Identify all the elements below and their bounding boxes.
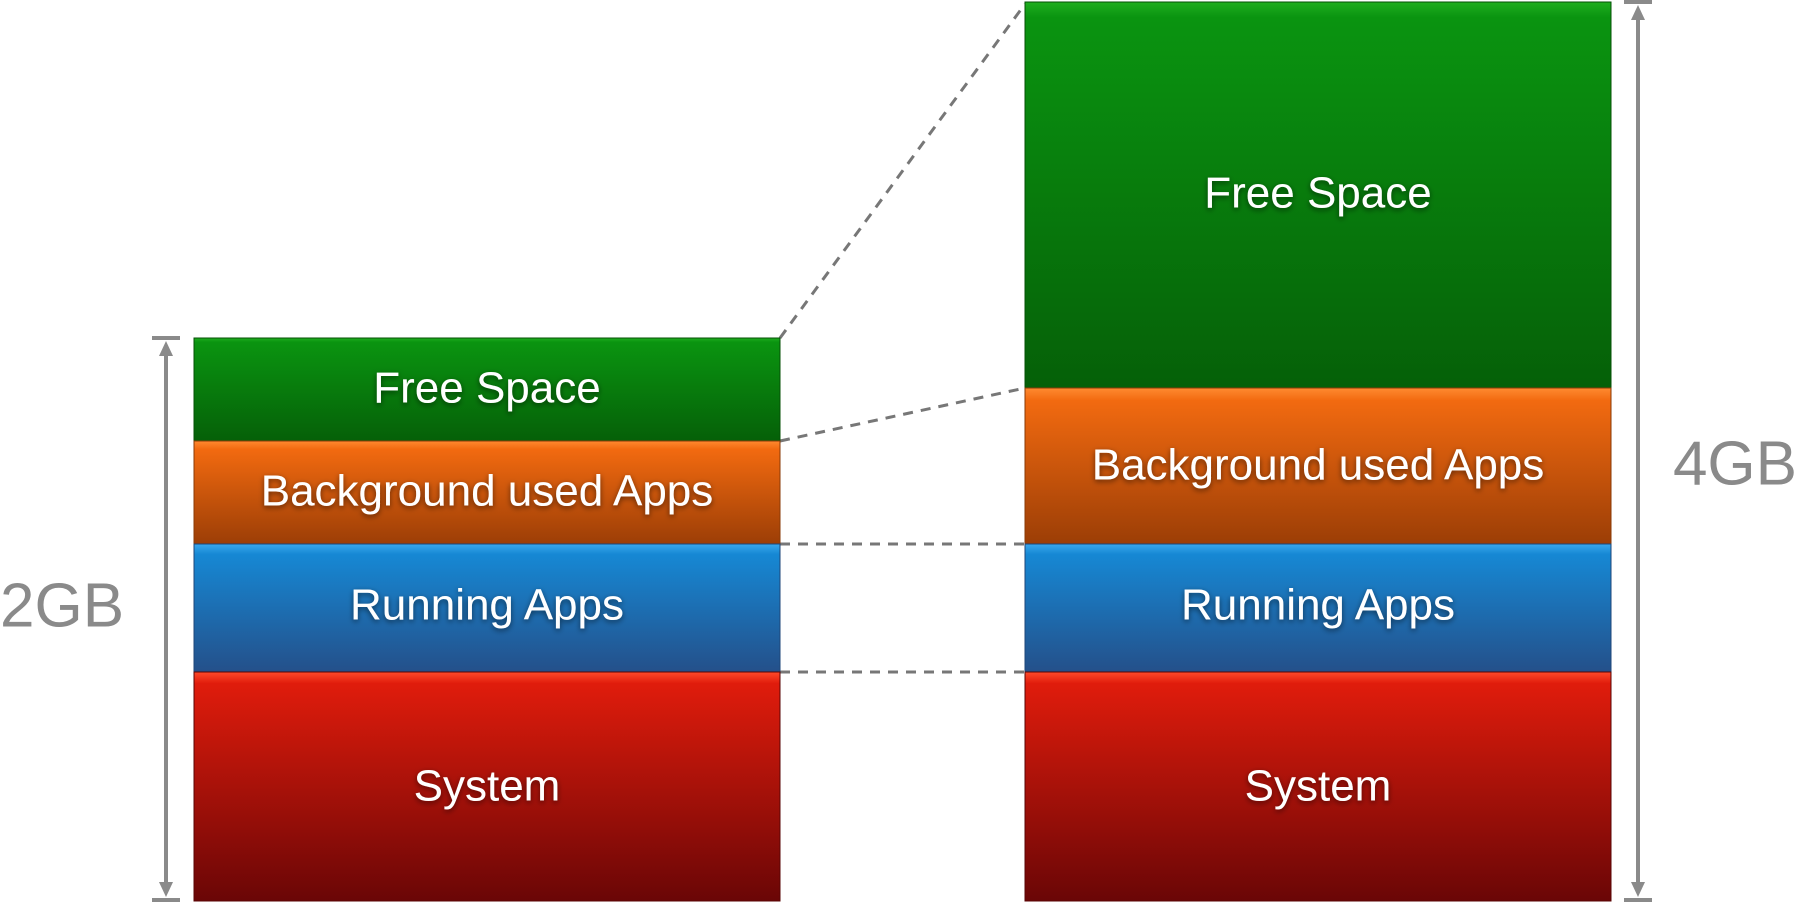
- right-size-label: 4GB: [1673, 429, 1797, 498]
- right-memory-stack: Free Space Background used Apps Running …: [1024, 1, 1612, 902]
- right-dimension-up-arrow-icon: [1631, 5, 1645, 20]
- left-dimension-down-arrow-icon: [159, 882, 173, 897]
- right-background-apps-label: Background used Apps: [1092, 441, 1545, 490]
- right-system-label: System: [1245, 762, 1392, 811]
- right-running-apps-block: [1024, 543, 1612, 673]
- left-running-apps-label: Running Apps: [350, 581, 624, 630]
- left-free-space-label: Free Space: [373, 364, 600, 413]
- left-free-space-block: [193, 337, 781, 442]
- left-memory-stack: Free Space Background used Apps Running …: [193, 337, 781, 902]
- left-background-apps-label: Background used Apps: [261, 467, 714, 516]
- left-running-apps-block: [193, 543, 781, 673]
- right-free-space-block: [1024, 1, 1612, 389]
- right-dimension-down-arrow-icon: [1631, 882, 1645, 897]
- connector-free-space-top: [778, 3, 1027, 339]
- connector-background-top: [779, 386, 1026, 443]
- left-background-apps-block: [193, 440, 781, 545]
- right-running-apps-label: Running Apps: [1181, 581, 1455, 630]
- connector-lines: [778, 3, 1027, 674]
- right-dimension-arrow: [1624, 0, 1652, 902]
- right-background-apps-block: [1024, 387, 1612, 545]
- left-dimension-up-arrow-icon: [159, 341, 173, 356]
- left-system-label: System: [414, 762, 561, 811]
- right-system-block: [1024, 671, 1612, 902]
- left-dimension-arrow: [152, 336, 180, 902]
- right-free-space-label: Free Space: [1204, 169, 1431, 218]
- left-system-block: [193, 671, 781, 902]
- left-size-label: 2GB: [0, 571, 124, 640]
